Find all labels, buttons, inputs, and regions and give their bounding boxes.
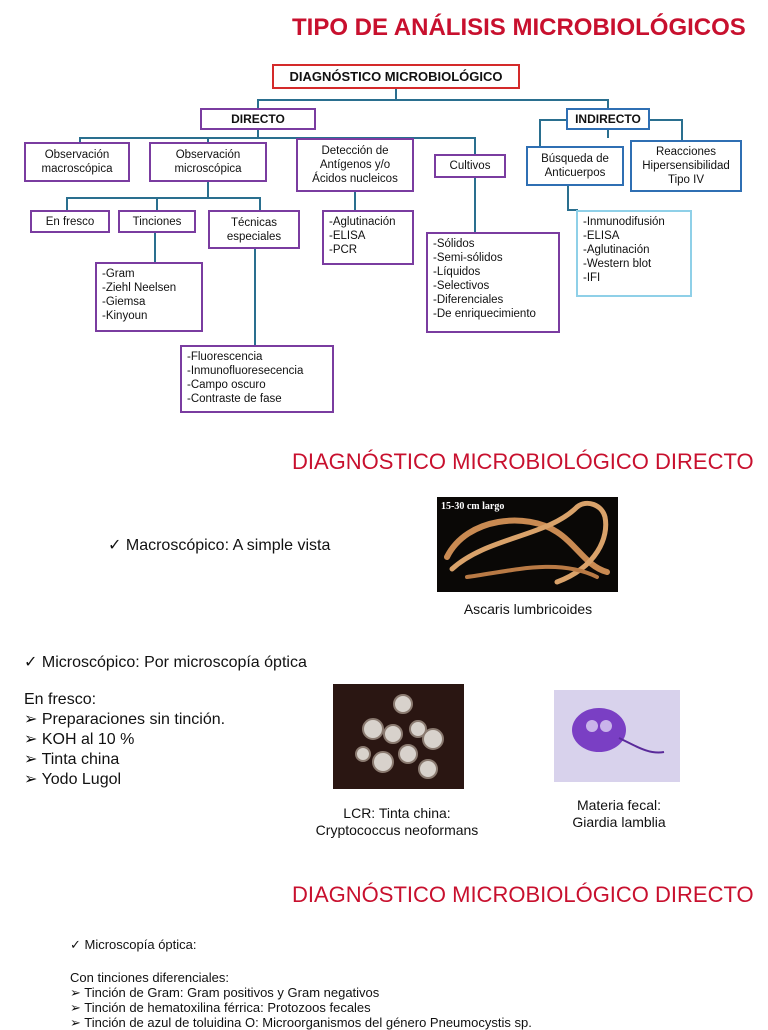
obs-micro-box: Observación microscópica (149, 142, 267, 182)
list-item: ➢ KOH al 10 % (24, 731, 135, 748)
worm-size-label: 15-30 cm largo (441, 501, 505, 512)
indirecto-box: INDIRECTO (566, 108, 650, 130)
ascaris-caption: Ascaris lumbricoides (463, 601, 593, 617)
arrow-bullet-icon: ➢ (70, 985, 85, 1000)
busqueda-list: -Inmunodifusión -ELISA -Aglutinación -We… (576, 210, 692, 297)
list-item: ➢ Yodo Lugol (24, 771, 122, 788)
arrow-bullet-icon: ➢ (70, 1015, 85, 1030)
cryptococcus-cells (355, 694, 444, 779)
ascaris-image: 15-30 cm largo (437, 497, 618, 592)
giardia-image (554, 690, 680, 782)
deteccion-box: Detección de Antígenos y/o Ácidos nuclei… (296, 138, 414, 192)
directo-box: DIRECTO (200, 108, 316, 130)
check-icon: ✓ (70, 937, 85, 952)
busqueda-box: Búsqueda de Anticuerpos (526, 146, 624, 186)
en-fresco-list: ➢ Preparaciones sin tinción. ➢ KOH al 10… (24, 710, 225, 790)
deteccion-list: -Aglutinación -ELISA -PCR (322, 210, 414, 265)
list-item: ➢ Tinción de hematoxilina férrica: Proto… (70, 1000, 371, 1015)
list-item: ➢ Tinta china (24, 751, 120, 768)
en-fresco-box: En fresco (30, 210, 110, 233)
check-icon: ✓ (24, 654, 42, 671)
arrow-bullet-icon: ➢ (24, 771, 42, 788)
list-item: ➢ Tinción de azul de toluidina O: Microo… (70, 1015, 532, 1030)
list-item: ➢ Preparaciones sin tinción. (24, 711, 226, 728)
giardia-caption: Materia fecal: Giardia lamblia (572, 797, 666, 830)
arrow-bullet-icon: ➢ (24, 731, 42, 748)
tecnicas-list: -Fluorescencia -Inmunofluoresecencia -Ca… (180, 345, 334, 413)
cultivos-box: Cultivos (434, 154, 506, 178)
tinciones-list: -Gram -Ziehl Neelsen -Giemsa -Kinyoun (95, 262, 203, 332)
obs-macro-box: Observación macroscópica (24, 142, 130, 182)
giardia-cell (572, 708, 665, 754)
check-icon: ✓ (108, 537, 126, 554)
page-title: TIPO DE ANÁLISIS MICROBIOLÓGICOS (292, 14, 746, 41)
tinciones-box: Tinciones (118, 210, 196, 233)
con-tinciones-label: Con tinciones diferenciales: (70, 970, 229, 985)
list-item: ➢ Tinción de Gram: Gram positivos y Gram… (70, 985, 380, 1000)
arrow-bullet-icon: ➢ (70, 1000, 85, 1015)
macro-line: ✓ Macroscópico: A simple vista (108, 537, 331, 554)
tecnicas-box: Técnicas especiales (208, 210, 300, 249)
worm-illustration (444, 500, 610, 585)
arrow-bullet-icon: ➢ (24, 711, 42, 728)
optica-line: ✓ Microscopía óptica: (70, 937, 197, 952)
section2-heading: DIAGNÓSTICO MICROBIOLÓGICO DIRECTO (292, 449, 754, 474)
section3-heading: DIAGNÓSTICO MICROBIOLÓGICO DIRECTO (292, 882, 754, 907)
en-fresco-label: En fresco: (24, 691, 97, 708)
cultivos-list: -Sólidos -Semi-sólidos -Líquidos -Select… (426, 232, 560, 333)
reacciones-box: Reacciones Hipersensibilidad Tipo IV (630, 140, 742, 192)
micro-line: ✓ Microscópico: Por microscopía óptica (24, 654, 307, 671)
en-fresco-block: En fresco: ➢ Preparaciones sin tinción. … (24, 690, 225, 790)
root-box: DIAGNÓSTICO MICROBIOLÓGICO (272, 64, 520, 89)
section3-list-block: Con tinciones diferenciales: ➢ Tinción d… (70, 970, 532, 1030)
cryptococcus-image (333, 684, 464, 789)
crypto-caption: LCR: Tinta china: Cryptococcus neoforman… (315, 805, 479, 838)
arrow-bullet-icon: ➢ (24, 751, 42, 768)
